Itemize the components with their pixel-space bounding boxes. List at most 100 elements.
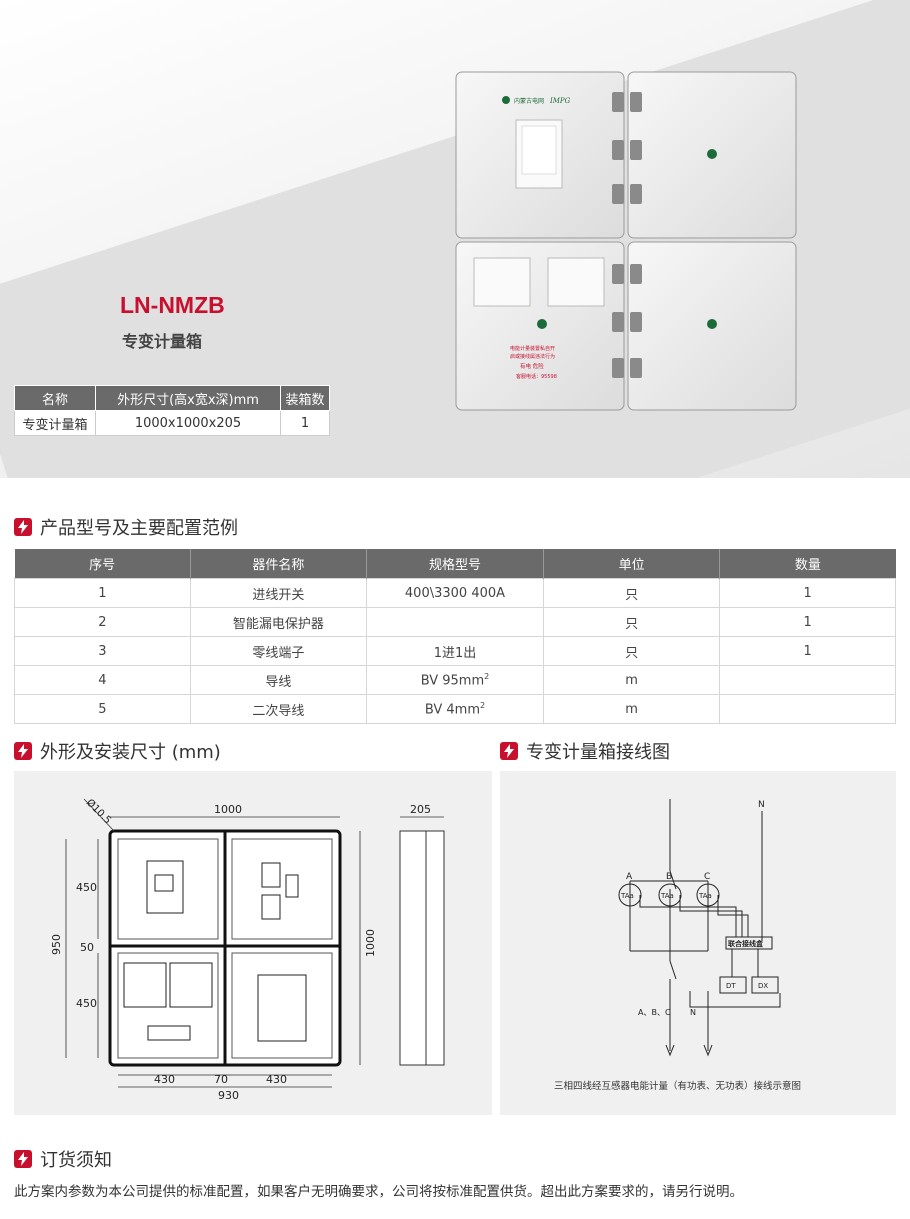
config-cell-no: 1: [14, 578, 191, 608]
dim-depth: 205: [410, 803, 431, 816]
dim-diameter: Ø10.5: [84, 797, 114, 827]
product-name-subtitle: 专变计量箱: [122, 332, 203, 351]
config-spec-text: 1进1出: [433, 645, 477, 661]
spec-table: 名称 外形尺寸(高x宽x深)mm 装箱数 专变计量箱 1000x1000x205…: [14, 385, 330, 436]
config-cell-unit: m: [542, 665, 721, 695]
config-spec-text: BV 4mm: [424, 702, 480, 718]
ct-label-c: TAa: [698, 892, 712, 900]
wiring-caption: 三相四线经互感器电能计量（有功表、无功表）接线示意图: [554, 1080, 801, 1092]
config-cell-no: 5: [14, 694, 191, 724]
spec-cell-size: 1000x1000x205: [95, 410, 281, 436]
dim-width-430a: 430: [154, 1073, 175, 1086]
phase-c-label: C: [704, 872, 710, 882]
config-cell-spec: BV 4mm2: [365, 694, 545, 724]
config-header-name: 器件名称: [189, 549, 367, 579]
wiring-diagram: A B C N TAa TAa TAa 联合接线盒 DT DX A、B、C N …: [554, 799, 801, 1092]
bottom-abc-label: A、B、C: [638, 1008, 671, 1017]
box-warning-line-1: 电能计量装置私自开: [510, 345, 555, 352]
config-cell-name: 二次导线: [189, 694, 367, 724]
config-cell-no: 4: [14, 665, 191, 695]
config-cell-qty: 1: [719, 578, 896, 608]
config-cell-name: 导线: [189, 665, 367, 695]
table-row: 3 零线端子 1进1出 只 1: [14, 636, 896, 666]
config-cell-spec: 1进1出: [365, 636, 545, 666]
section-title-dimensions: 外形及安装尺寸 (mm): [14, 738, 221, 764]
box-brand-logo: IMPG: [549, 97, 571, 105]
dim-width-top: 1000: [214, 803, 242, 816]
config-cell-spec: BV 95mm2: [365, 665, 545, 695]
box-hotline: 客服电话：95598: [516, 373, 557, 380]
config-header-no: 序号: [14, 549, 191, 579]
order-notice-text: 此方案内参数为本公司提供的标准配置，如果客户无明确要求，公司将按标准配置供货。超…: [14, 1184, 743, 1200]
config-cell-qty: [719, 665, 896, 695]
bottom-n-label: N: [690, 1008, 696, 1017]
dim-height-450b: 450: [76, 997, 97, 1010]
section-title-text: 订货须知: [40, 1150, 112, 1171]
config-spec-sup: 2: [480, 700, 486, 710]
box-brand-cn: 内蒙古电网: [514, 97, 544, 105]
meter-dt-label: DT: [726, 982, 736, 990]
dim-width-70: 70: [214, 1073, 228, 1086]
section-title-wiring: 专变计量箱接线图: [500, 738, 670, 764]
phase-b-label: B: [666, 872, 672, 882]
config-cell-name: 进线开关: [189, 578, 367, 608]
lightning-icon: [14, 518, 32, 536]
dimension-drawing: 1000 205 Ø10.5 450 50 450 950 1000 430 7…: [50, 797, 445, 1102]
table-row: 2 智能漏电保护器 只 1: [14, 607, 896, 637]
config-spec-text: BV 95mm: [420, 673, 485, 689]
dim-width-930: 930: [218, 1089, 239, 1102]
wiring-diagram-panel: A B C N TAa TAa TAa 联合接线盒 DT DX A、B、C N …: [500, 771, 896, 1115]
config-cell-unit: 只: [542, 607, 721, 637]
ct-label-a: TAa: [620, 892, 634, 900]
section-title-config: 产品型号及主要配置范例: [14, 514, 238, 540]
config-spec-sup: 2: [484, 671, 490, 681]
spec-cell-qty: 1: [280, 410, 330, 436]
section-title-text: 产品型号及主要配置范例: [40, 518, 238, 539]
dim-height-450a: 450: [76, 881, 97, 894]
config-cell-no: 2: [14, 607, 191, 637]
dim-height-1000: 1000: [364, 929, 377, 957]
config-cell-spec: [365, 607, 545, 637]
spec-header-name: 名称: [14, 385, 96, 411]
section-title-order: 订货须知: [14, 1146, 112, 1172]
config-cell-unit: 只: [542, 636, 721, 666]
dimension-drawing-panel: 1000 205 Ø10.5 450 50 450 950 1000 430 7…: [14, 771, 492, 1115]
lightning-icon: [500, 742, 518, 760]
spec-header-size: 外形尺寸(高x宽x深)mm: [95, 385, 281, 411]
config-cell-name: 零线端子: [189, 636, 367, 666]
ct-label-b: TAa: [660, 892, 674, 900]
spec-cell-name: 专变计量箱: [14, 410, 96, 436]
config-cell-no: 3: [14, 636, 191, 666]
config-cell-qty: 1: [719, 607, 896, 637]
section-title-text: 外形及安装尺寸 (mm): [40, 742, 221, 763]
junction-box-label: 联合接线盒: [728, 939, 764, 948]
config-cell-name: 智能漏电保护器: [189, 607, 367, 637]
table-row: 专变计量箱 1000x1000x205 1: [14, 410, 330, 436]
table-row: 1 进线开关 400\3300 400A 只 1: [14, 578, 896, 608]
config-cell-qty: 1: [719, 636, 896, 666]
box-warning-line-2: 启或接线属违法行为: [510, 353, 555, 360]
table-row: 5 二次导线 BV 4mm2 m: [14, 694, 896, 724]
neutral-label: N: [758, 800, 765, 810]
product-model-title: LN-NMZB: [120, 292, 225, 318]
config-header-spec: 规格型号: [365, 549, 544, 579]
section-title-text: 专变计量箱接线图: [526, 742, 670, 763]
config-table: 序号 器件名称 规格型号 单位 数量 1 进线开关 400\3300 400A …: [14, 549, 896, 724]
dim-width-430b: 430: [266, 1073, 287, 1086]
dim-height-950: 950: [50, 934, 63, 955]
config-header-qty: 数量: [719, 549, 896, 579]
hero-banner: 内蒙古电网 IMPG 电能计量装置私自开 启或接线属违法行为 有电 危险 客服电…: [0, 0, 910, 478]
spec-header-qty: 装箱数: [280, 385, 330, 411]
lightning-icon: [14, 742, 32, 760]
config-cell-unit: m: [542, 694, 721, 724]
config-cell-spec: 400\3300 400A: [365, 578, 545, 608]
table-row: 4 导线 BV 95mm2 m: [14, 665, 896, 695]
config-spec-text: 400\3300 400A: [404, 585, 506, 601]
config-header-unit: 单位: [542, 549, 720, 579]
phase-a-label: A: [626, 872, 633, 882]
box-danger-label: 有电 危险: [520, 362, 544, 370]
meter-dx-label: DX: [758, 982, 768, 990]
lightning-icon: [14, 1150, 32, 1168]
config-cell-qty: [719, 694, 896, 724]
config-cell-unit: 只: [542, 578, 721, 608]
